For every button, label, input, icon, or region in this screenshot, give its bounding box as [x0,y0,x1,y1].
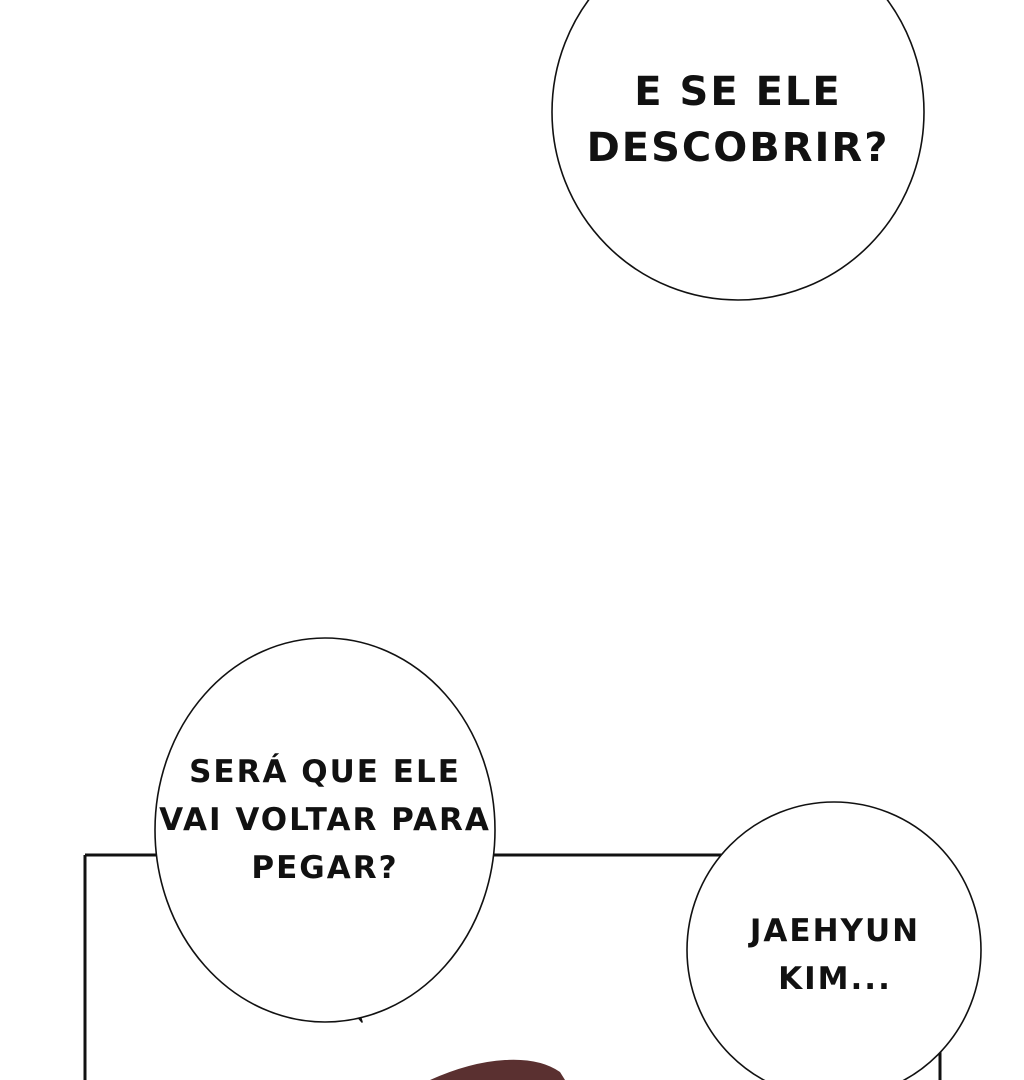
bubble-line: KIM... [778,961,892,997]
character-hair [430,1059,565,1080]
speech-bubble-3-text: JAEHYUN KIM... [700,895,970,1015]
speech-bubble-3 [686,801,982,1080]
speech-bubble-1-text: E SE ELE DESCOBRIR? [560,40,916,200]
bubble-line: SERÁ QUE ELE [189,754,461,790]
bubble-line: VAI VOLTAR PARA [159,802,491,838]
speech-bubble-2-text: SERÁ QUE ELE VAI VOLTAR PARA PEGAR? [158,740,492,900]
speech-bubble-1 [551,0,925,301]
bubble-line: E SE ELE [634,69,842,115]
bubble-line: JAEHYUN [749,913,921,949]
bubble-line: DESCOBRIR? [586,125,890,171]
speech-bubble-2 [154,637,496,1023]
bubble-line: PEGAR? [251,850,399,886]
